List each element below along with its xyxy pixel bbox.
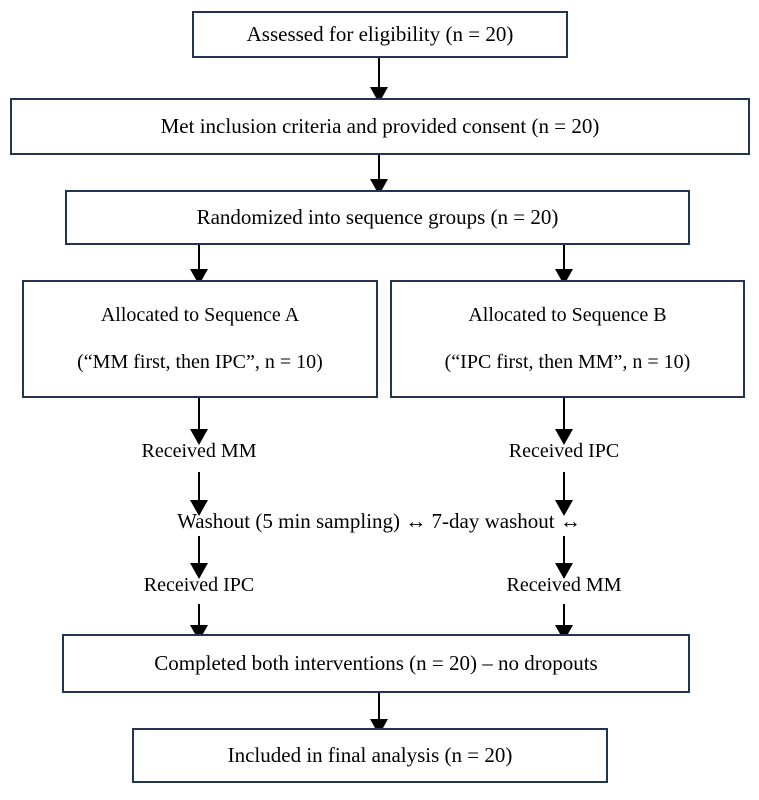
node-sequence-a-line2: (“MM first, then IPC”, n = 10) — [77, 351, 323, 373]
node-assessed-for-eligibility: Assessed for eligibility (n = 20) — [192, 11, 568, 58]
label-b-period1-received-ipc: Received IPC — [508, 440, 620, 462]
label-a-period1-received-mm: Received MM — [141, 440, 257, 462]
node-completed-text: Completed both interventions (n = 20) – … — [154, 651, 598, 676]
node-met-inclusion-criteria: Met inclusion criteria and provided cons… — [10, 98, 750, 155]
label-b-period2-received-mm: Received MM — [506, 574, 622, 596]
node-included-in-final-analysis: Included in final analysis (n = 20) — [132, 728, 608, 783]
node-assessed-text: Assessed for eligibility (n = 20) — [246, 22, 514, 47]
node-randomized-text: Randomized into sequence groups (n = 20) — [196, 205, 559, 230]
node-randomized: Randomized into sequence groups (n = 20) — [65, 190, 690, 245]
node-completed-both-interventions: Completed both interventions (n = 20) – … — [62, 634, 690, 693]
node-sequence-b-line2: (“IPC first, then MM”, n = 10) — [444, 351, 691, 373]
node-sequence-b-line1: Allocated to Sequence B — [468, 304, 667, 326]
label-washout-period: Washout (5 min sampling) ↔ 7-day washout… — [177, 509, 581, 533]
node-allocated-sequence-b: Allocated to Sequence B (“IPC first, the… — [390, 280, 745, 398]
label-a-period2-received-ipc: Received IPC — [143, 574, 255, 596]
node-allocated-sequence-a: Allocated to Sequence A (“MM first, then… — [22, 280, 378, 398]
node-consent-text: Met inclusion criteria and provided cons… — [160, 114, 600, 139]
node-sequence-a-line1: Allocated to Sequence A — [100, 304, 300, 326]
node-analysis-text: Included in final analysis (n = 20) — [227, 743, 513, 768]
